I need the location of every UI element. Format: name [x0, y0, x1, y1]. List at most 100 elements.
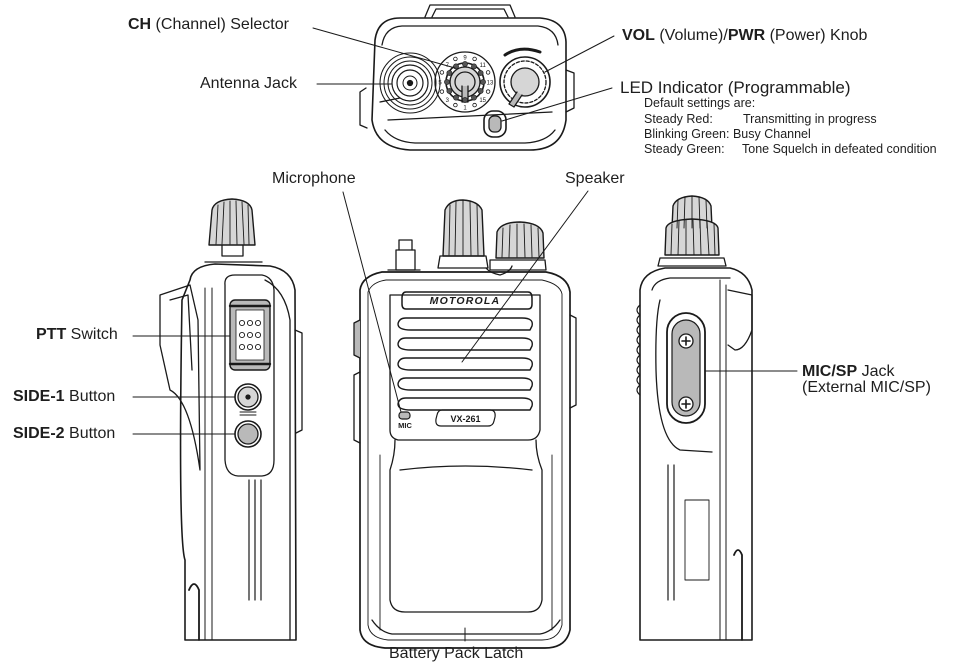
label-side1-bold: SIDE-1	[13, 388, 65, 405]
label-led-title: LED Indicator (Programmable)	[620, 78, 851, 97]
led-meaning: Busy Channel	[732, 127, 811, 141]
ptt-grip-dot	[238, 319, 246, 327]
channel-number: 15	[479, 98, 486, 104]
label-ptt-rest: Switch	[66, 326, 118, 343]
channel-tick	[472, 56, 477, 62]
channel-number: 1	[463, 106, 467, 112]
channel-tick	[453, 56, 458, 62]
label-micsp-rest: Jack	[857, 363, 895, 380]
ptt-grip-dot	[246, 331, 254, 339]
leader-led	[501, 87, 613, 122]
channel-number: 13	[487, 81, 494, 87]
label-pwr-bold: PWR	[727, 27, 766, 44]
label-side1-rest: Button	[64, 388, 116, 405]
side-1-button	[234, 383, 262, 411]
leader-vol-pwr	[544, 35, 615, 73]
side-2-button	[234, 420, 262, 448]
channel-tick	[439, 70, 445, 75]
channel-tick	[453, 102, 458, 108]
leader-microphone	[342, 191, 402, 413]
knob-knurl	[446, 88, 453, 94]
right-side-view	[636, 195, 753, 641]
knob-knurl	[462, 97, 468, 103]
label-mic-sp-jack: MIC/SP Jack	[802, 363, 894, 381]
model-plate: VX-261	[435, 409, 496, 427]
knob-knurl	[471, 63, 477, 70]
led-default-intro: Default settings are:	[644, 96, 756, 110]
ptt-grip-dots	[238, 319, 262, 351]
label-side2-bold: SIDE-2	[13, 425, 65, 442]
ptt-grip-dot	[254, 343, 262, 351]
channel-number: 5	[438, 81, 442, 87]
brand-text: MOTOROLA	[430, 295, 501, 307]
label-ptt-switch: PTT Switch	[36, 326, 118, 344]
knob-knurl	[477, 70, 484, 76]
knob-knurl	[453, 94, 459, 101]
motorola-logo-plate: MOTOROLA	[401, 291, 533, 310]
ptt-grip-dot	[238, 343, 246, 351]
led-meaning: Transmitting in progress	[743, 112, 877, 126]
label-ptt-bold: PTT	[36, 326, 67, 343]
label-side2-rest: Button	[64, 425, 116, 442]
channel-number: 9	[463, 56, 467, 62]
channel-tick	[439, 89, 445, 94]
ptt-grip-dot	[254, 319, 262, 327]
led-indicator	[483, 110, 507, 138]
channel-number: 3	[446, 98, 450, 104]
front-view: MOTOROLA MIC VX-261	[353, 199, 577, 649]
led-state: Steady Red:	[644, 112, 713, 126]
speaker-grille	[397, 317, 533, 411]
led-meaning: Tone Squelch in defeated condition	[742, 142, 937, 156]
knob-knurl	[480, 79, 486, 85]
knob-knurl	[471, 94, 477, 101]
label-side-2-button: SIDE-2 Button	[13, 425, 115, 443]
label-microphone: Microphone	[272, 170, 356, 187]
antenna-jack	[379, 52, 441, 114]
channel-tick	[485, 89, 491, 94]
led-setting-row: Steady Red: Transmitting in progress	[644, 112, 877, 127]
channel-number: 11	[480, 63, 487, 69]
ptt-grip-dot	[238, 331, 246, 339]
channel-tick	[485, 70, 491, 75]
leader-speaker	[461, 190, 589, 363]
model-text: VX-261	[450, 414, 480, 424]
channel-tick	[472, 102, 477, 108]
channel-knob-front	[437, 199, 489, 269]
knob-knurl	[462, 61, 468, 67]
label-speaker: Speaker	[565, 170, 625, 187]
microphone-port: MIC	[398, 411, 412, 430]
ptt-grip-dot	[246, 343, 254, 351]
led-state: Blinking Green:	[644, 127, 730, 141]
label-battery-latch: Battery Pack Latch	[389, 645, 524, 662]
mic-marking: MIC	[398, 421, 412, 430]
label-side-1-button: SIDE-1 Button	[13, 388, 115, 406]
battery-pack	[371, 439, 561, 635]
label-pwr-rest: (Power) Knob	[765, 27, 868, 44]
label-vol-pwr: VOL (Volume)/PWR (Power) Knob	[622, 27, 867, 45]
label-vol-mid: (Volume)/	[654, 27, 728, 44]
knob-knurl	[446, 70, 453, 76]
label-micsp-bold: MIC/SP	[802, 363, 858, 380]
ptt-grip-dot	[246, 319, 254, 327]
knob-knurl	[444, 79, 450, 85]
mic-sp-jack	[666, 312, 706, 424]
left-side-view	[159, 198, 303, 641]
label-vol-bold: VOL	[622, 27, 655, 44]
label-ch-bold: CH	[128, 16, 152, 33]
knob-knurl	[477, 88, 484, 94]
volume-knob-front	[489, 221, 547, 271]
ptt-switch	[228, 299, 272, 371]
label-mic-sp-line2: (External MIC/SP)	[802, 379, 931, 396]
led-setting-row: Steady Green: Tone Squelch in defeated co…	[644, 142, 937, 157]
led-state: Steady Green:	[644, 142, 725, 156]
ptt-grip-dot	[254, 331, 262, 339]
label-ch-rest: (Channel) Selector	[151, 16, 289, 33]
label-ch-selector: CH (Channel) Selector	[128, 16, 289, 34]
leader-lines	[132, 27, 798, 642]
volume-power-knob	[499, 47, 551, 108]
led-setting-row: Blinking Green: Busy Channel	[644, 127, 811, 142]
label-antenna-jack: Antenna Jack	[200, 75, 297, 92]
